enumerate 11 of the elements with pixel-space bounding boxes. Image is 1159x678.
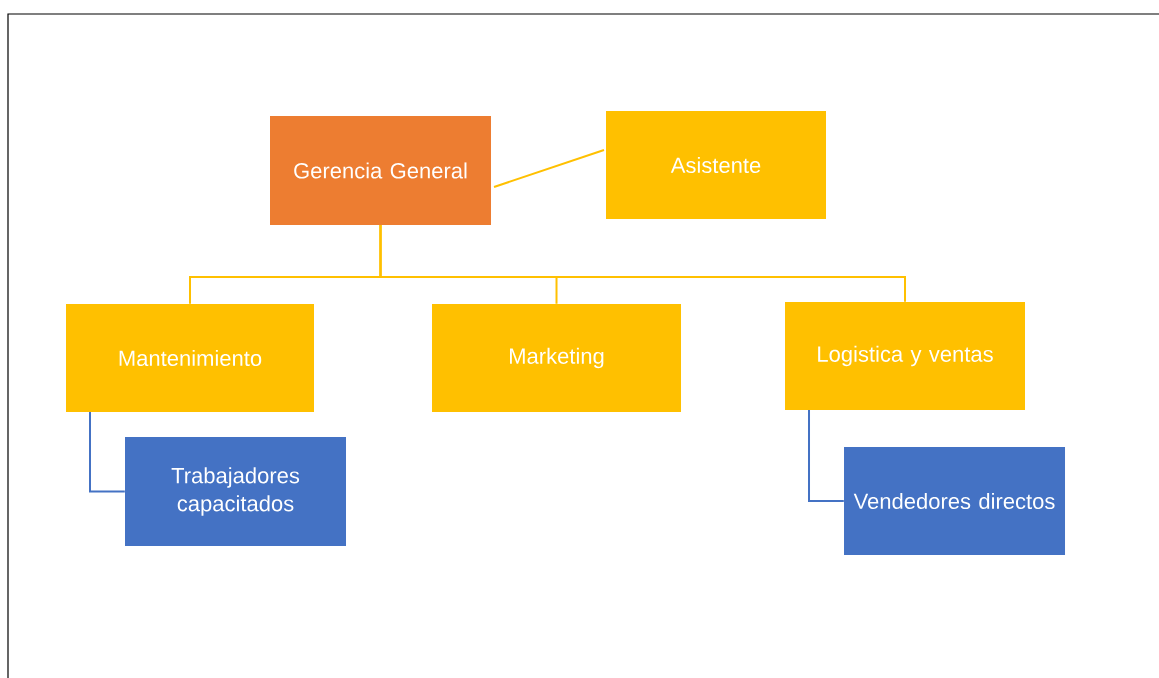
connector-line xyxy=(808,409,845,502)
connector-line xyxy=(379,224,906,303)
org-box: Asistente xyxy=(606,111,826,219)
org-box: Mantenimiento xyxy=(66,304,314,412)
org-box: Logistica y ventas xyxy=(785,302,1025,410)
org-box: Trabajadores capacitados xyxy=(125,437,346,546)
org-box: Marketing xyxy=(432,304,681,412)
connector-line xyxy=(493,149,605,188)
org-box: Gerencia General xyxy=(270,116,491,225)
org-box: Vendedores directos xyxy=(844,447,1065,555)
connector-line xyxy=(89,411,126,493)
